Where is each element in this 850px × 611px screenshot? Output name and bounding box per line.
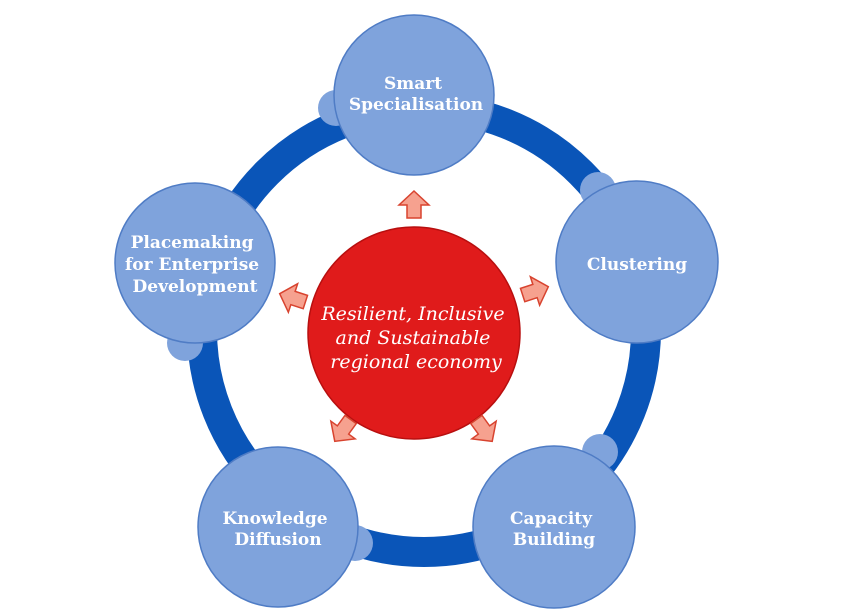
node-label-capacity-building: Capacity Building [510,509,598,550]
arrow-to-clustering [519,275,550,308]
arrow-to-capacity-building [469,414,498,443]
node-label-smart-specialisation: Smart Specialisation [349,74,483,115]
node-label-placemaking: Placemaking for Enterprise Development [125,233,265,297]
node-clustering [555,180,719,344]
node-knowledge-diffusion [197,446,359,608]
node-label-clustering: Clustering [587,255,687,275]
arrow-to-placemaking [278,282,309,315]
arrow-to-knowledge-diffusion [329,414,358,443]
node-placemaking [114,182,276,344]
node-smart-specialisation [333,14,495,176]
arrow-to-smart-specialisation [397,189,431,219]
node-capacity-building [472,445,636,609]
center-label: Resilient, Inclusive and Sustainable reg… [320,303,510,373]
center-circle [307,226,521,440]
node-label-knowledge-diffusion: Knowledge Diffusion [223,509,334,550]
